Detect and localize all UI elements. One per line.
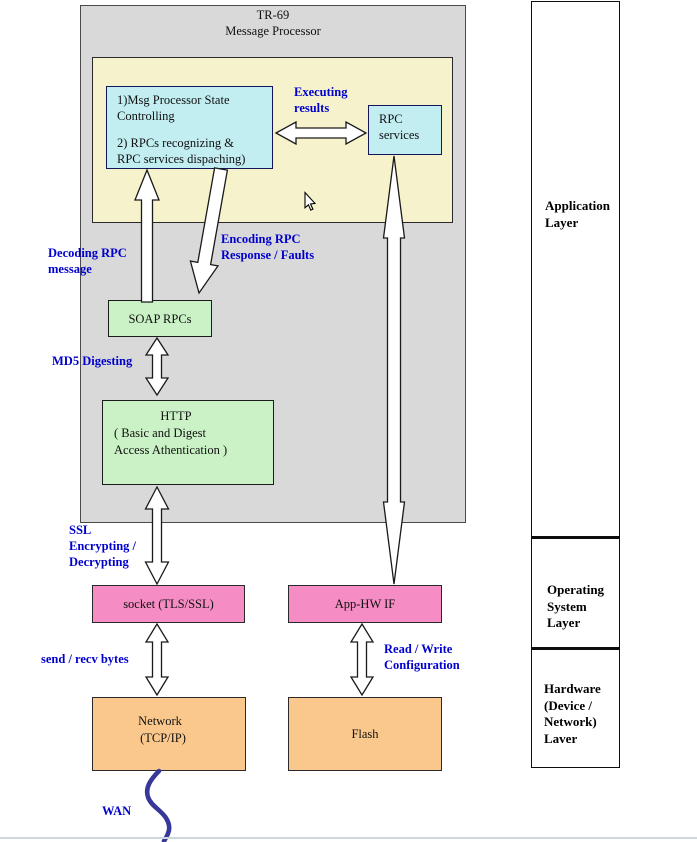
layer-divider-os-hw <box>532 647 619 651</box>
label-ssl-line2: Encrypting / <box>69 539 137 553</box>
application-layer-line1: Application <box>545 198 611 213</box>
os-layer-label: Operating System Layer <box>547 582 604 632</box>
network-line1: Network <box>138 714 182 728</box>
msg-state-line3: 2) RPCs recognizing & <box>117 136 235 150</box>
soap-rpcs-box: SOAP RPCs <box>108 300 212 337</box>
msg-state-line2: Controlling <box>117 109 175 123</box>
label-wan: WAN <box>102 804 132 818</box>
http-line1: HTTP <box>160 409 192 423</box>
label-send-recv: send / recv bytes <box>41 652 129 666</box>
label-executing-line2: results <box>294 101 330 115</box>
label-read-write-line1: Read / Write <box>384 642 453 656</box>
network-line2: (TCP/IP) <box>140 731 186 745</box>
rpc-services-box: RPC services <box>368 105 442 155</box>
hardware-layer-line1: Hardware <box>544 681 601 696</box>
network-box: Network (TCP/IP) <box>92 697 246 771</box>
label-decoding-line2: message <box>48 262 92 276</box>
application-layer-line2: Layer <box>545 214 579 230</box>
msg-state-box: 1)Msg Processor State Controlling 2) RPC… <box>106 86 273 169</box>
mouse-cursor-icon <box>304 191 317 211</box>
socket-label: socket (TLS/SSL) <box>123 597 214 611</box>
soap-rpcs-label: SOAP RPCs <box>128 311 192 326</box>
arrow-rpc-to-apphw-vertical <box>382 155 406 585</box>
http-line2: ( Basic and Digest <box>114 426 206 440</box>
rpc-services-line1: RPC <box>379 112 403 126</box>
arrow-http-socket <box>144 485 170 586</box>
label-decoding: Decoding RPC message <box>48 245 127 277</box>
arrow-soap-http <box>144 336 170 397</box>
label-ssl-line1: SSL <box>69 523 92 537</box>
hardware-layer-label: Hardware (Device / Network) Laver <box>544 681 601 747</box>
arrow-apphw-flash <box>349 622 375 697</box>
os-layer-line3: Layer <box>547 615 581 630</box>
os-layer-line2: System <box>547 598 587 614</box>
processor-title-line2: Message Processor <box>225 23 321 38</box>
msg-state-line4: RPC services dispaching) <box>117 152 246 166</box>
label-encoding-line1: Encoding RPC <box>221 232 301 246</box>
label-decoding-line1: Decoding RPC <box>48 246 127 260</box>
processor-title-line1: TR-69 <box>256 8 290 22</box>
http-box: HTTP ( Basic and Digest Access Athentica… <box>102 400 274 485</box>
msg-state-line1: 1)Msg Processor State <box>117 93 230 107</box>
label-ssl: SSL Encrypting / Decrypting <box>69 522 136 570</box>
os-layer-line1: Operating <box>547 582 605 597</box>
flash-label: Flash <box>351 727 379 741</box>
arrow-executing-horizontal <box>274 120 368 146</box>
app-hw-if-label: App-HW IF <box>334 597 396 611</box>
label-read-write-line2: Configuration <box>384 658 460 672</box>
processor-title: TR-69 Message Processor <box>80 8 466 39</box>
arrow-encoding-down <box>189 167 229 295</box>
http-line3: Access Athentication ) <box>114 443 228 457</box>
flash-box: Flash <box>288 697 442 771</box>
label-executing: Executing results <box>294 84 347 116</box>
hardware-layer-line2: (Device / <box>544 697 593 713</box>
app-hw-if-box: App-HW IF <box>288 585 442 623</box>
arrow-socket-network <box>144 622 170 697</box>
wan-curve <box>144 768 172 842</box>
label-encoding-line2: Response / Faults <box>221 248 315 262</box>
label-md5: MD5 Digesting <box>52 354 133 368</box>
layer-divider-app-os <box>532 536 619 540</box>
label-executing-line1: Executing <box>294 85 348 99</box>
label-encoding: Encoding RPC Response / Faults <box>221 231 314 263</box>
rpc-services-line2: services <box>379 128 420 142</box>
socket-box: socket (TLS/SSL) <box>92 585 245 623</box>
label-read-write: Read / Write Configuration <box>384 641 460 673</box>
hardware-layer-line3: Network) <box>544 714 597 729</box>
bottom-edge-line <box>0 837 697 839</box>
arrow-decoding-up <box>134 168 160 303</box>
layer-column: Application Layer Operating System Layer… <box>531 1 620 768</box>
label-ssl-line3: Decrypting <box>69 555 129 569</box>
application-layer-label: Application Layer <box>545 198 610 231</box>
hardware-layer-line4: Laver <box>544 730 578 746</box>
